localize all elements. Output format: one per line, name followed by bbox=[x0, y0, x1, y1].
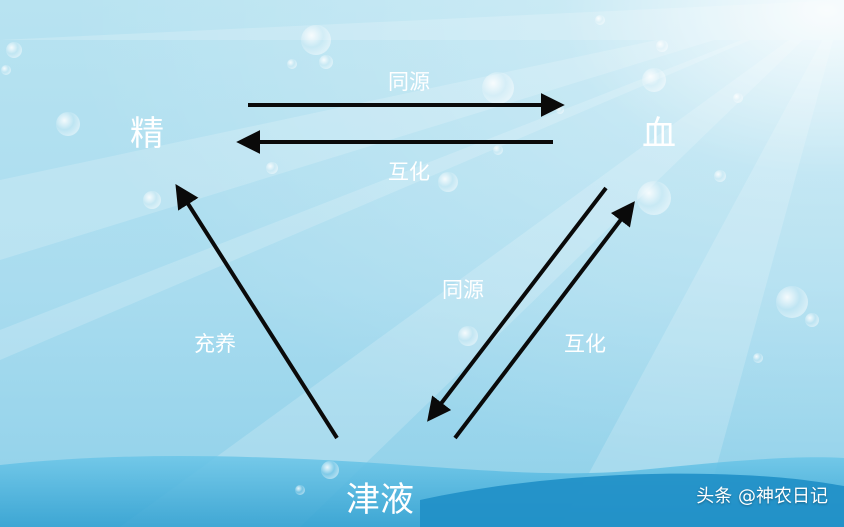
label-jinye-to-xue: 互化 bbox=[564, 332, 606, 356]
bubbles bbox=[1, 15, 819, 495]
arrows bbox=[175, 93, 635, 440]
node-xue: 血 bbox=[642, 114, 676, 154]
node-jing: 精 bbox=[130, 114, 164, 154]
label-xue-to-jinye: 同源 bbox=[442, 278, 484, 302]
arrow-jinye-to-xue bbox=[453, 201, 635, 440]
arrow-jinye-to-jing bbox=[175, 183, 339, 440]
label-jing-to-xue: 同源 bbox=[388, 70, 430, 94]
label-xue-to-jing: 互化 bbox=[388, 160, 430, 184]
water-wave-front bbox=[420, 473, 844, 527]
watermark: 头条 @神农日记 bbox=[696, 486, 828, 507]
node-jinye: 津液 bbox=[346, 480, 414, 520]
arrow-xue-to-jinye bbox=[427, 186, 608, 422]
label-jinye-to-jing: 充养 bbox=[194, 332, 236, 356]
